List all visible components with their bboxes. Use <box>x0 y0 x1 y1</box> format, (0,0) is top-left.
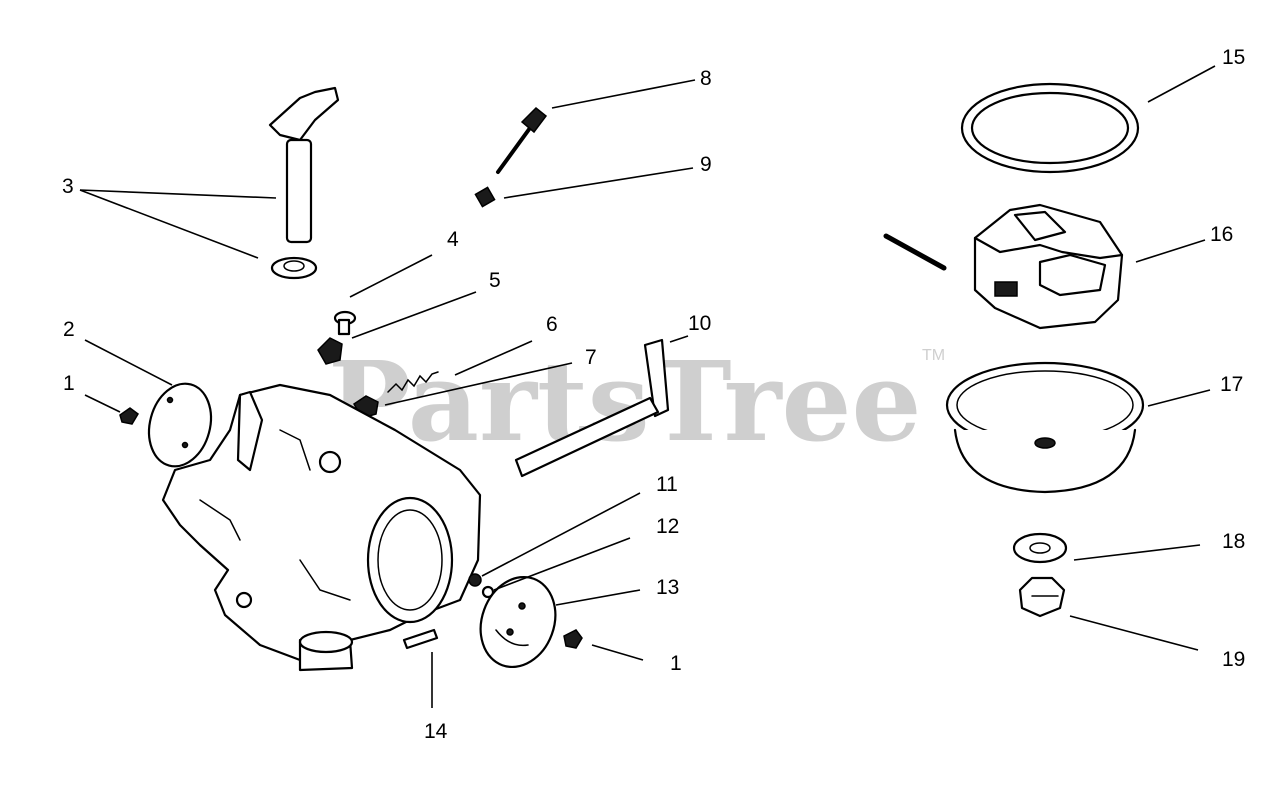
callout-1-left: 1 <box>63 372 75 395</box>
part-17-float-bowl <box>945 361 1145 494</box>
part-6-spring <box>387 371 439 393</box>
callout-8: 8 <box>700 67 712 90</box>
callout-19: 19 <box>1222 648 1245 671</box>
callout-12: 12 <box>656 515 679 538</box>
callout-2: 2 <box>63 318 75 341</box>
callout-7: 7 <box>585 346 597 369</box>
callout-4: 4 <box>447 228 459 251</box>
callout-11: 11 <box>656 473 678 496</box>
part-13-throttle-plate <box>479 575 557 669</box>
watermark-brand: PartsTree <box>328 337 922 466</box>
callout-10: 10 <box>688 312 711 335</box>
callout-5: 5 <box>489 269 501 292</box>
callout-18: 18 <box>1222 530 1245 553</box>
part-8-needle <box>496 106 548 174</box>
part-15-gasket-ring <box>960 82 1140 174</box>
part-18-washer <box>1012 532 1068 564</box>
callout-17: 17 <box>1220 373 1243 396</box>
leader-lines <box>79 65 1216 708</box>
part-2-choke-plate <box>147 382 213 468</box>
callout-13: 13 <box>656 576 679 599</box>
part-1-screw-right <box>563 629 583 649</box>
part-14-pin <box>402 628 439 650</box>
part-5-fitting <box>317 337 343 365</box>
watermark-tm: TM <box>922 347 945 364</box>
part-3-throttle-shaft <box>268 86 340 280</box>
part-19-nut <box>1018 576 1066 618</box>
callout-9: 9 <box>700 153 712 176</box>
part-10-choke-shaft <box>514 338 670 478</box>
part-16-float <box>883 203 1124 330</box>
callout-16: 16 <box>1210 223 1233 246</box>
callout-14: 14 <box>424 720 448 743</box>
callout-3: 3 <box>62 175 74 198</box>
part-9-spring <box>474 186 496 208</box>
part-11-spring <box>468 573 482 587</box>
callout-1-right: 1 <box>670 652 682 675</box>
callout-6: 6 <box>546 313 558 336</box>
callout-labels: 15 16 17 18 19 3 8 9 4 5 6 7 10 2 1 11 1… <box>62 46 1245 743</box>
part-1-screw-left <box>119 407 139 425</box>
part-4-screw <box>333 310 357 336</box>
callout-15: 15 <box>1222 46 1245 69</box>
carburetor-body <box>161 383 482 672</box>
